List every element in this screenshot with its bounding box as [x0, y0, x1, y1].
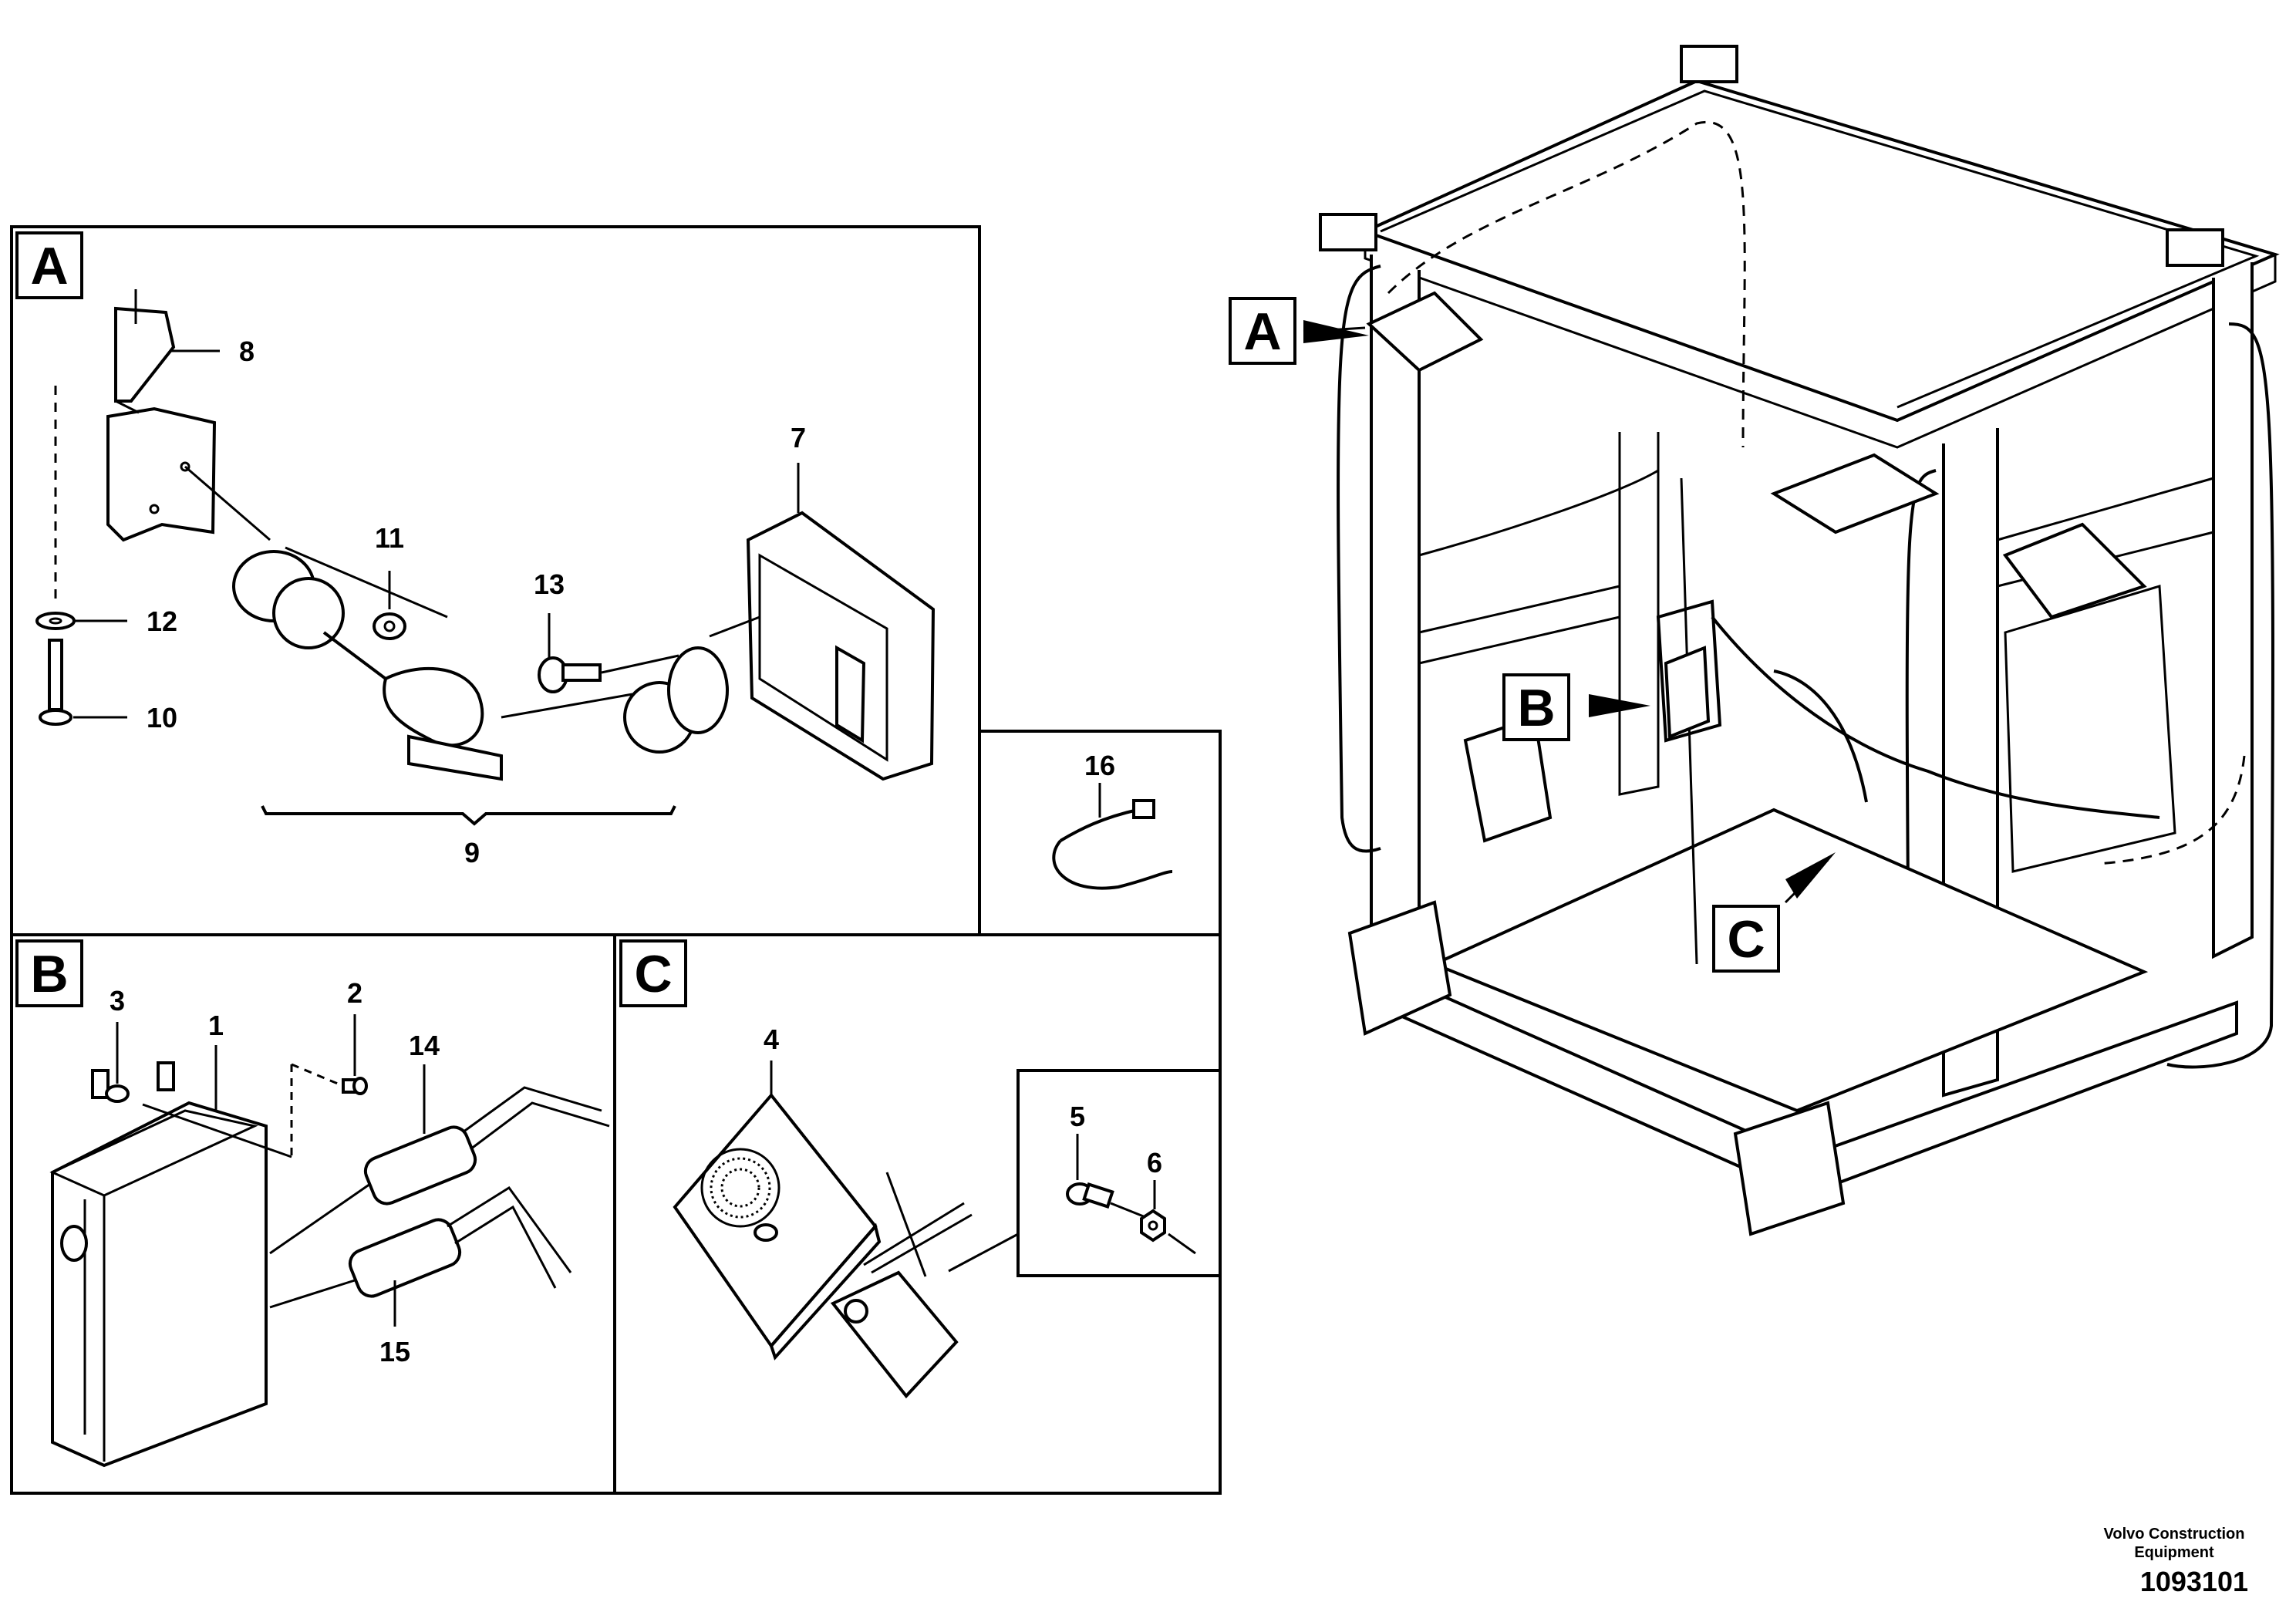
buzzer-bracket [830, 1172, 973, 1399]
manufacturer-line-1: Volvo Construction [2103, 1526, 2245, 1543]
manufacturer-line-2: Equipment [2134, 1544, 2214, 1561]
callout-6: 6 [1147, 1147, 1162, 1179]
callout-12: 12 [147, 605, 177, 637]
callout-10: 10 [147, 702, 177, 733]
detail-b-panel: B [10, 933, 616, 1495]
detail-c-panel: C [613, 933, 1222, 1495]
cab-frame-overview [1319, 45, 2280, 1236]
screw [538, 654, 679, 693]
overview-label-c: C [1727, 910, 1765, 969]
connector-lower [269, 1185, 572, 1309]
manufacturer-name: Volvo Construction Equipment [2082, 1525, 2267, 1562]
callout-4: 4 [764, 1023, 779, 1055]
callout-3: 3 [110, 985, 125, 1017]
detail-c-label: C [634, 945, 672, 1003]
hardware-inset [1017, 1069, 1222, 1277]
ram-mount-assembly [184, 465, 729, 781]
callout-14: 14 [409, 1030, 440, 1061]
overview-label-b: B [1517, 679, 1555, 737]
detail-a-label: A [30, 237, 68, 295]
callout-1: 1 [208, 1010, 224, 1041]
detail-a-panel: A [10, 225, 981, 936]
callouts-detail-b: 3 1 2 14 15 [110, 977, 440, 1367]
callout-8: 8 [239, 336, 255, 367]
detail-b-label: B [30, 945, 68, 1003]
overview-markers: A B C [1229, 297, 1836, 973]
mounting-bracket [54, 289, 217, 602]
washer [35, 612, 76, 630]
drawing-number: 1093101 [2139, 1566, 2248, 1597]
callout-7: 7 [791, 422, 806, 454]
connector-upper [269, 1086, 610, 1255]
overview-label-a: A [1243, 302, 1281, 361]
control-unit [49, 1061, 268, 1468]
callout-13: 13 [534, 568, 565, 600]
callout-15: 15 [379, 1336, 410, 1367]
cable-tie-panel: 16 [978, 730, 1222, 936]
screw [105, 1084, 130, 1103]
buzzer [673, 1092, 882, 1361]
bolt [1066, 1182, 1150, 1220]
nut [1140, 1209, 1196, 1255]
callout-9: 9 [464, 837, 480, 868]
bolt [39, 639, 72, 726]
callouts-detail-c: 4 5 6 [764, 1023, 1162, 1209]
screw [342, 1077, 368, 1095]
callout-16: 16 [1084, 750, 1115, 781]
nut [373, 612, 406, 640]
callouts-detail-a: 8 11 12 10 13 7 9 [73, 336, 806, 868]
callout-11: 11 [375, 522, 404, 554]
callout-5: 5 [1070, 1101, 1085, 1132]
callout-2: 2 [347, 977, 362, 1009]
display-unit [709, 511, 936, 781]
